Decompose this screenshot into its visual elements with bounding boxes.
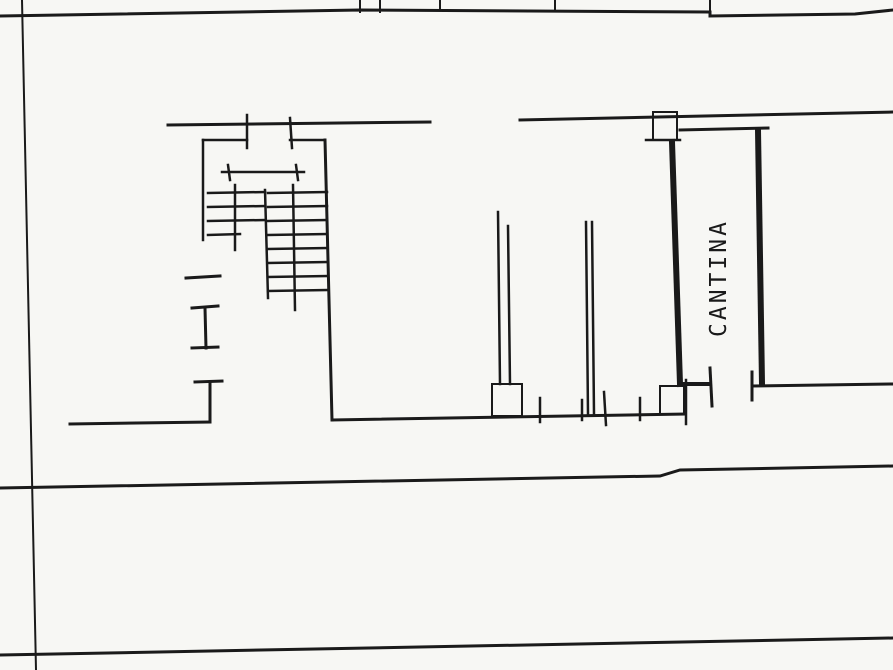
window-left <box>184 274 224 384</box>
cantina-walls <box>668 126 770 408</box>
room-label-cantina: CANTINA <box>706 219 732 337</box>
partition-walls <box>491 111 688 427</box>
room-walls <box>68 110 893 426</box>
staircase <box>201 113 329 312</box>
